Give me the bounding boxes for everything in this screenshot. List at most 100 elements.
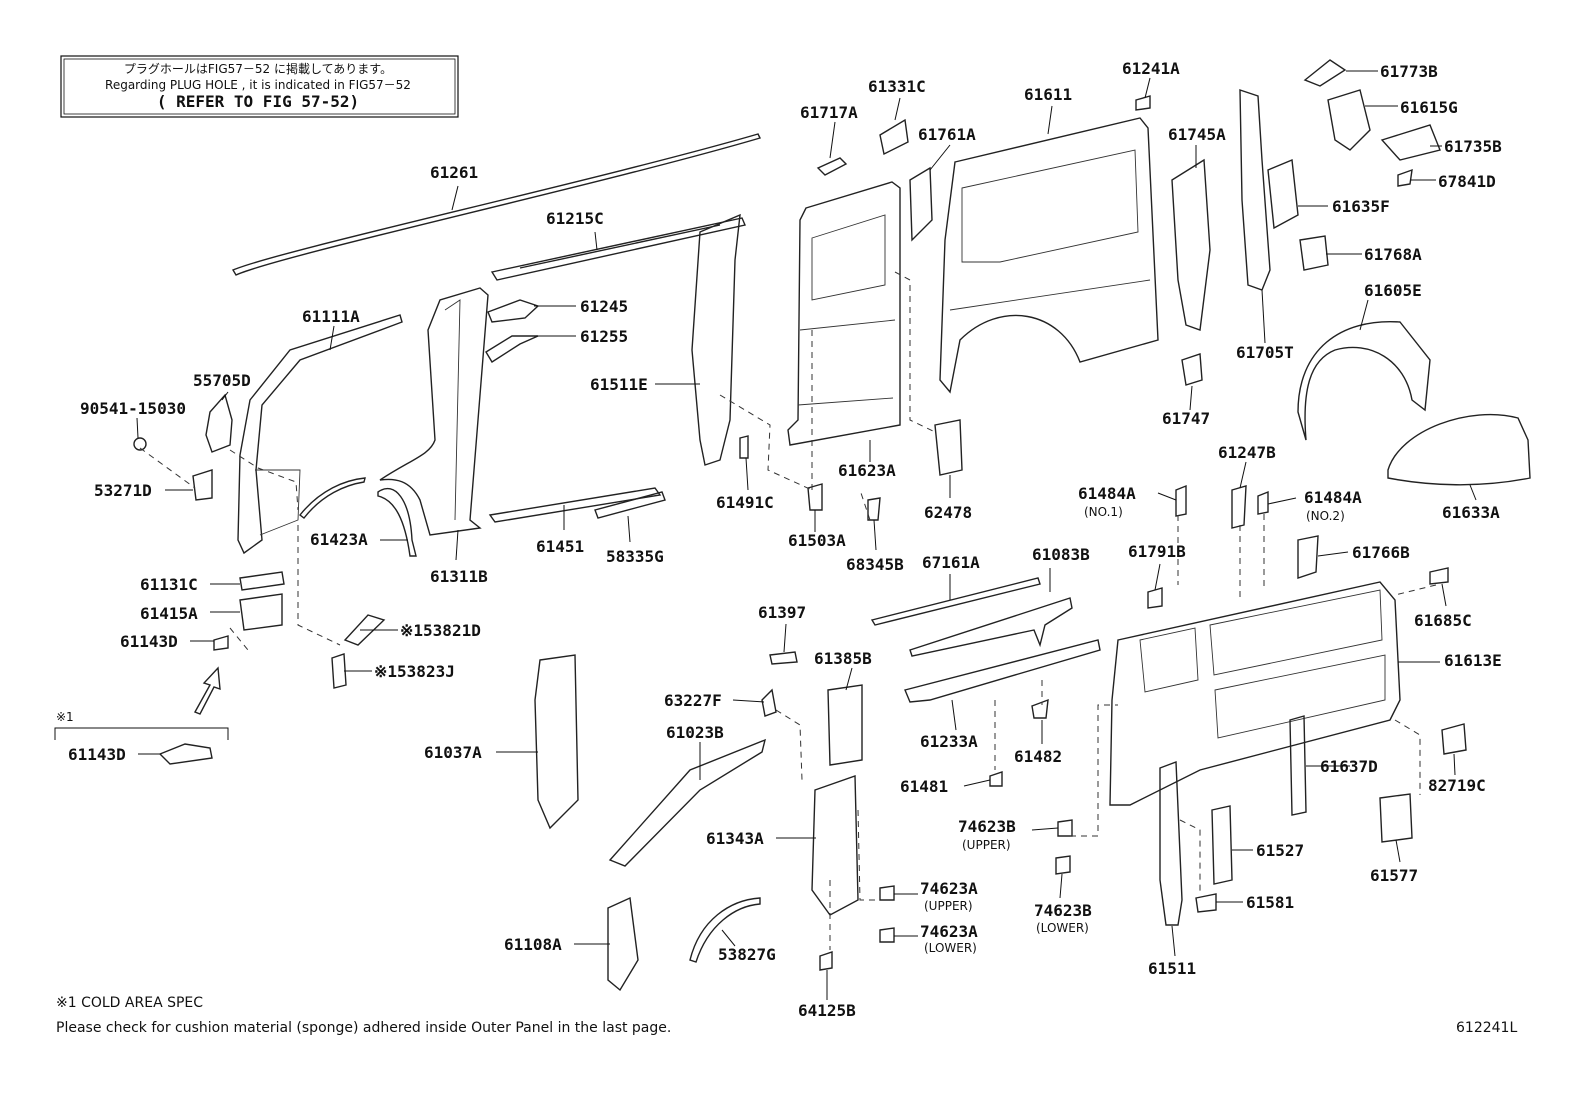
sublabel-upper-1: (UPPER) bbox=[924, 899, 973, 913]
label-68345B: 68345B bbox=[846, 555, 904, 574]
clip-90541 bbox=[133, 437, 147, 451]
label-61761A: 61761A bbox=[918, 125, 976, 144]
label-67161A: 67161A bbox=[922, 553, 980, 572]
plug-hole-note: プラグホールはFIG57－52 に掲載してあります。 Regarding PLU… bbox=[60, 55, 459, 118]
part-labels: 61261 61215C 61245 61255 61111A 55705D 9… bbox=[56, 59, 1502, 1020]
assembly-lines bbox=[139, 271, 1437, 950]
label-61255: 61255 bbox=[580, 327, 628, 346]
label-61215C: 61215C bbox=[546, 209, 604, 228]
clip-74623B-lower bbox=[1055, 855, 1071, 875]
label-61482: 61482 bbox=[1014, 747, 1062, 766]
bracket-61791B bbox=[1147, 587, 1163, 609]
label-61605E: 61605E bbox=[1364, 281, 1422, 300]
label-61261: 61261 bbox=[430, 163, 478, 182]
label-61637D: 61637D bbox=[1320, 757, 1378, 776]
direction-arrow bbox=[194, 666, 221, 715]
label-61766B: 61766B bbox=[1352, 543, 1410, 562]
bracket-61385B bbox=[827, 684, 863, 766]
label-61635F: 61635F bbox=[1332, 197, 1390, 216]
wheel-arch-61423A bbox=[377, 487, 417, 557]
pillar-61023B bbox=[608, 738, 767, 867]
label-61131C: 61131C bbox=[140, 575, 198, 594]
label-74623A-upper: 74623A bbox=[920, 879, 978, 898]
weatherstrip-53827G bbox=[689, 897, 761, 963]
note-line-1: プラグホールはFIG57－52 に掲載してあります。 bbox=[124, 61, 392, 76]
label-74623A-lower: 74623A bbox=[920, 922, 978, 941]
label-61397: 61397 bbox=[758, 603, 806, 622]
bracket-61761A bbox=[909, 166, 933, 242]
panel-61037A bbox=[534, 654, 579, 830]
bracket-61768A bbox=[1299, 235, 1329, 271]
label-61484A-no2: 61484A bbox=[1304, 488, 1362, 507]
bracket-61747 bbox=[1181, 353, 1203, 386]
cold-area-mark: ※1 bbox=[56, 710, 74, 724]
label-62478: 62478 bbox=[924, 503, 972, 522]
sublabel-upper-2: (UPPER) bbox=[962, 838, 1011, 852]
bracket-62478 bbox=[934, 419, 963, 476]
wheelhouse-61605E bbox=[1297, 320, 1431, 441]
pillar-61705T bbox=[1239, 89, 1271, 291]
footer-spec: ※1 COLD AREA SPEC bbox=[56, 995, 203, 1011]
label-61685C: 61685C bbox=[1414, 611, 1472, 630]
label-61023B: 61023B bbox=[666, 723, 724, 742]
bracket-61415A bbox=[239, 593, 283, 631]
label-61245: 61245 bbox=[580, 297, 628, 316]
figure-code: 612241L bbox=[1456, 1020, 1517, 1036]
label-61343A: 61343A bbox=[706, 829, 764, 848]
bracket-61245 bbox=[487, 299, 540, 323]
sublabel-no2: (NO.2) bbox=[1306, 509, 1345, 523]
label-61451: 61451 bbox=[536, 537, 584, 556]
label-61311B: 61311B bbox=[430, 567, 488, 586]
pillar-61343A bbox=[811, 775, 859, 916]
label-61385B: 61385B bbox=[814, 649, 872, 668]
bracket-61773B bbox=[1303, 59, 1347, 87]
label-61747: 61747 bbox=[1162, 409, 1210, 428]
rail-61083B bbox=[909, 597, 1073, 657]
label-61773B: 61773B bbox=[1380, 62, 1438, 81]
label-63227F: 63227F bbox=[664, 691, 722, 710]
clip-74623A-lower bbox=[879, 927, 895, 943]
quarter-panel-61611 bbox=[939, 117, 1159, 394]
pillar-61511E bbox=[691, 213, 741, 466]
sill-58335G bbox=[594, 491, 666, 519]
bracket-61615G bbox=[1327, 89, 1371, 151]
bracket-61577 bbox=[1379, 793, 1413, 843]
label-61233A: 61233A bbox=[920, 732, 978, 751]
label-61613E: 61613E bbox=[1444, 651, 1502, 670]
label-53821D: ※153821D bbox=[400, 621, 481, 640]
bracket-61481 bbox=[989, 771, 1003, 787]
label-58335G: 58335G bbox=[606, 547, 664, 566]
bracket-61581 bbox=[1195, 893, 1217, 913]
bracket-61131C bbox=[239, 571, 285, 591]
label-67841D: 67841D bbox=[1438, 172, 1496, 191]
bracket-61482 bbox=[1031, 698, 1049, 719]
slide-door-61623A bbox=[787, 181, 901, 446]
label-61577: 61577 bbox=[1370, 866, 1418, 885]
label-61581: 61581 bbox=[1246, 893, 1294, 912]
rocker-61451 bbox=[488, 487, 662, 523]
bracket-61255 bbox=[485, 335, 539, 363]
bracket-61766B bbox=[1297, 535, 1319, 579]
bracket-61143D bbox=[213, 635, 229, 651]
label-61481: 61481 bbox=[900, 777, 948, 796]
bracket-61527 bbox=[1211, 805, 1233, 885]
label-53823J: ※153823J bbox=[374, 662, 455, 681]
sublabel-lower-2: (LOWER) bbox=[1036, 921, 1089, 935]
bracket-61635F bbox=[1267, 158, 1299, 230]
pillar-61745A bbox=[1171, 158, 1211, 331]
label-61768A: 61768A bbox=[1364, 245, 1422, 264]
label-61143D-cold: 61143D bbox=[68, 745, 126, 764]
label-61511E: 61511E bbox=[590, 375, 648, 394]
label-90541-15030: 90541-15030 bbox=[80, 399, 186, 418]
bracket-61247B bbox=[1231, 485, 1247, 529]
bracket-61331C bbox=[879, 118, 909, 156]
bracket-61685C bbox=[1429, 567, 1449, 585]
label-53271D: 53271D bbox=[94, 481, 152, 500]
label-61241A: 61241A bbox=[1122, 59, 1180, 78]
bracket-53271D bbox=[192, 469, 213, 501]
bracket-53823J bbox=[331, 653, 347, 689]
clip-74623A-upper bbox=[879, 885, 895, 901]
note-line-3: ( REFER TO FIG 57-52) bbox=[157, 92, 359, 111]
label-61037A: 61037A bbox=[424, 743, 482, 762]
